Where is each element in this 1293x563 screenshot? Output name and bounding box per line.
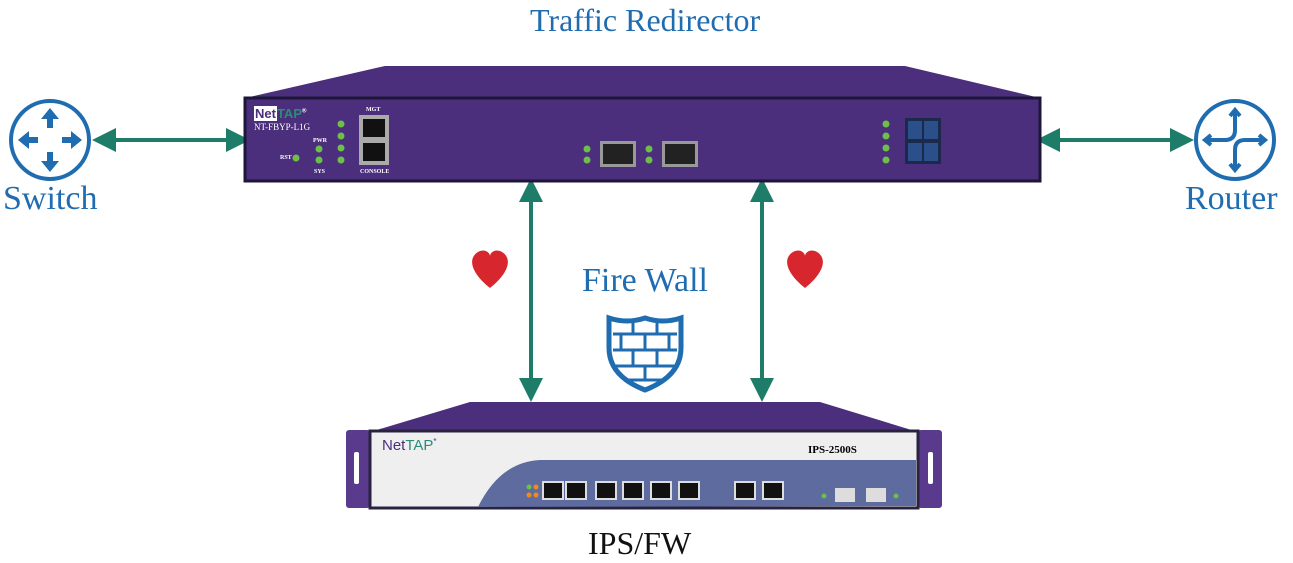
sys-label: SYS	[314, 169, 326, 175]
console-label: CONSOLE	[360, 169, 390, 175]
switch-icon	[9, 99, 91, 181]
ips-device	[346, 402, 942, 510]
firewall-label: Fire Wall	[582, 262, 709, 299]
pwr-label: PWR	[313, 138, 327, 144]
brand-net: Net	[254, 106, 277, 121]
heartbeat-heart-icon	[472, 250, 508, 288]
brand-reg: ®	[302, 108, 307, 115]
redirector-model: NT-FBYP-L1G	[254, 122, 311, 132]
heartbeat-heart-icon	[787, 250, 823, 288]
router-label: Router	[1185, 180, 1278, 217]
brand-tap: TAP	[276, 106, 302, 121]
brand-tap: TAP	[405, 437, 434, 454]
brand-net: Net	[382, 437, 406, 454]
switch-label: Switch	[3, 180, 98, 217]
redirector-brand-logo: NetTAP®	[254, 106, 306, 121]
shield-brick-icon	[606, 314, 684, 393]
brand-reg: *	[433, 437, 437, 446]
ips-brand-logo: NetTAP*	[382, 437, 437, 454]
diagram-title: Traffic Redirector	[530, 2, 761, 38]
ips-model: IPS-2500S	[808, 444, 857, 456]
mgt-label: MGT	[366, 107, 381, 113]
traffic-redirector-device	[243, 66, 1042, 183]
rst-label: RST	[280, 155, 292, 161]
router-icon	[1194, 99, 1276, 181]
ips-label: IPS/FW	[588, 525, 692, 561]
